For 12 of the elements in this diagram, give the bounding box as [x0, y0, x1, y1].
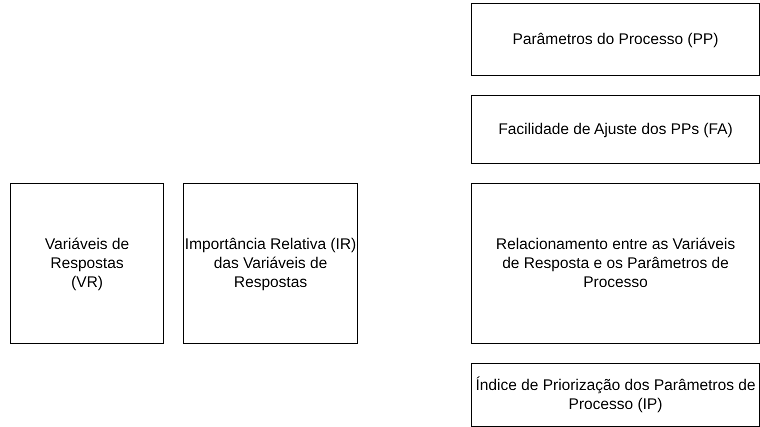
matrix-box — [10, 183, 164, 344]
box-label: Relacionamento entre as Variáveis de Resposta e os Parâmetros de Processo — [494, 235, 736, 292]
matrix-box — [471, 95, 760, 164]
matrix-box — [471, 3, 760, 76]
box-label: Variáveis de Respostas (VR) — [44, 235, 130, 292]
box-label: Parâmetros do Processo (PP) — [512, 30, 718, 49]
matrix-box — [471, 363, 760, 427]
box-label: Importância Relativa (IR) das Variáveis de Respostas — [184, 235, 357, 292]
box-label: Facilidade de Ajuste dos PPs (FA) — [498, 120, 733, 139]
matrix-box — [183, 183, 358, 344]
matrix-box — [471, 183, 760, 344]
box-label: Índice de Priorização dos Parâmetros de Processo (IP) — [474, 376, 756, 414]
